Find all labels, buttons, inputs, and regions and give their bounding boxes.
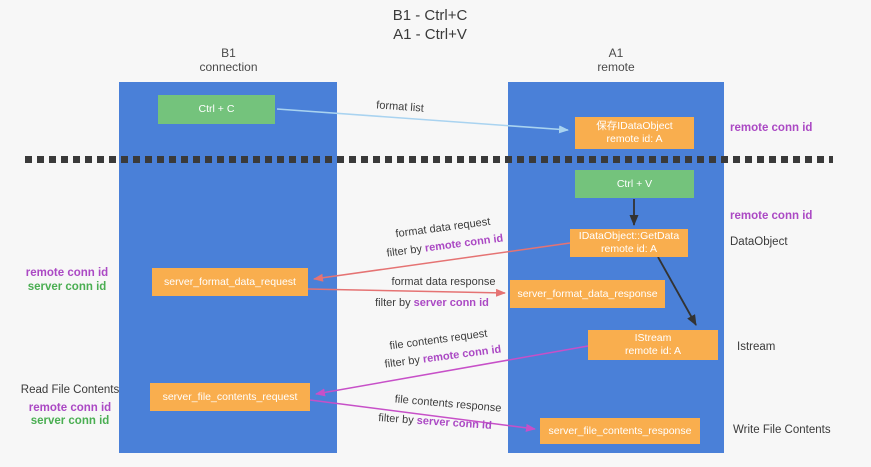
left-label-group-format: remote conn id server conn id <box>17 267 117 294</box>
label-server-conn-id-left-2: server conn id <box>30 415 110 427</box>
box-save-idataobject-line2: remote id: A <box>606 133 663 145</box>
diagram-title: B1 - Ctrl+C A1 - Ctrl+V <box>330 6 530 44</box>
left-label-group-file: Read File Contents remote conn id server… <box>14 384 126 429</box>
box-server-file-contents-response: server_file_contents_response <box>540 418 700 444</box>
box-istream: IStream remote id: A <box>588 330 718 360</box>
lane-b1-subtitle: connection <box>199 60 258 74</box>
flow-label-filter-server-2: filter by server conn id <box>375 412 496 433</box>
label-write-file-contents: Write File Contents <box>733 424 831 436</box>
label-remote-conn-id-right-1: remote conn id <box>730 122 813 134</box>
box-server-format-data-response: server_format_data_response <box>510 280 665 308</box>
box-getdata-line1: IDataObject::GetData <box>578 230 680 242</box>
box-server-file-contents-response-label: server_file_contents_response <box>548 424 692 437</box>
label-remote-conn-id-left-1: remote conn id <box>25 267 109 279</box>
box-getdata-line2: remote id: A <box>600 243 658 255</box>
label-server-conn-id-left-1: server conn id <box>27 280 107 293</box>
filter-by-text: filter by <box>375 297 411 309</box>
box-istream-line2: remote id: A <box>624 345 682 357</box>
box-save-idataobject-line1: 保存IDataObject <box>596 120 673 132</box>
box-ctrl-v: Ctrl + V <box>575 170 694 198</box>
box-ctrl-v-label: Ctrl + V <box>616 177 653 190</box>
box-istream-line1: IStream <box>634 332 672 344</box>
filter-by-text: filter by <box>385 243 423 260</box>
box-server-format-data-request-label: server_format_data_request <box>164 275 296 288</box>
box-server-format-data-response-label: server_format_data_response <box>517 287 658 300</box>
flow-label-format-data-response: format data response <box>391 276 496 288</box>
box-ctrl-c: Ctrl + C <box>158 95 275 124</box>
box-ctrl-c-label: Ctrl + C <box>198 103 235 115</box>
box-server-file-contents-request: server_file_contents_request <box>150 383 310 411</box>
label-read-file-contents: Read File Contents <box>20 384 120 396</box>
lane-a1-subtitle: remote <box>597 60 635 74</box>
label-istream: Istream <box>737 341 776 353</box>
label-remote-conn-id-left-2: remote conn id <box>28 401 112 414</box>
flow-label-file-contents-response: file contents response <box>394 393 502 415</box>
label-remote-conn-id-right-2: remote conn id <box>730 210 813 222</box>
filter-by-text: filter by <box>383 354 421 371</box>
flow-label-filter-server-1: filter by server conn id <box>373 297 491 310</box>
filter-by-text: filter by <box>377 412 415 427</box>
title-line-2: A1 - Ctrl+V <box>393 26 467 43</box>
label-dataobject: DataObject <box>730 236 788 248</box>
lane-b1-title: B1 <box>221 46 236 60</box>
lane-a1-title: A1 <box>608 46 624 60</box>
box-server-format-data-request: server_format_data_request <box>152 268 308 296</box>
arrow-format-data-response <box>307 288 506 297</box>
flow-label-format-list: format list <box>375 99 425 115</box>
lane-header-b1: B1 connection <box>120 46 337 74</box>
box-idataobject-getdata: IDataObject::GetData remote id: A <box>570 229 688 257</box>
title-line-1: B1 - Ctrl+C <box>392 7 468 24</box>
box-server-file-contents-request-label: server_file_contents_request <box>162 390 298 403</box>
dashed-divider <box>25 156 833 163</box>
box-save-idataobject: 保存IDataObject remote id: A <box>575 117 694 149</box>
server-conn-id-highlight: server conn id <box>413 297 489 309</box>
lane-header-a1: A1 remote <box>508 46 724 74</box>
server-conn-id-highlight: server conn id <box>416 414 493 432</box>
